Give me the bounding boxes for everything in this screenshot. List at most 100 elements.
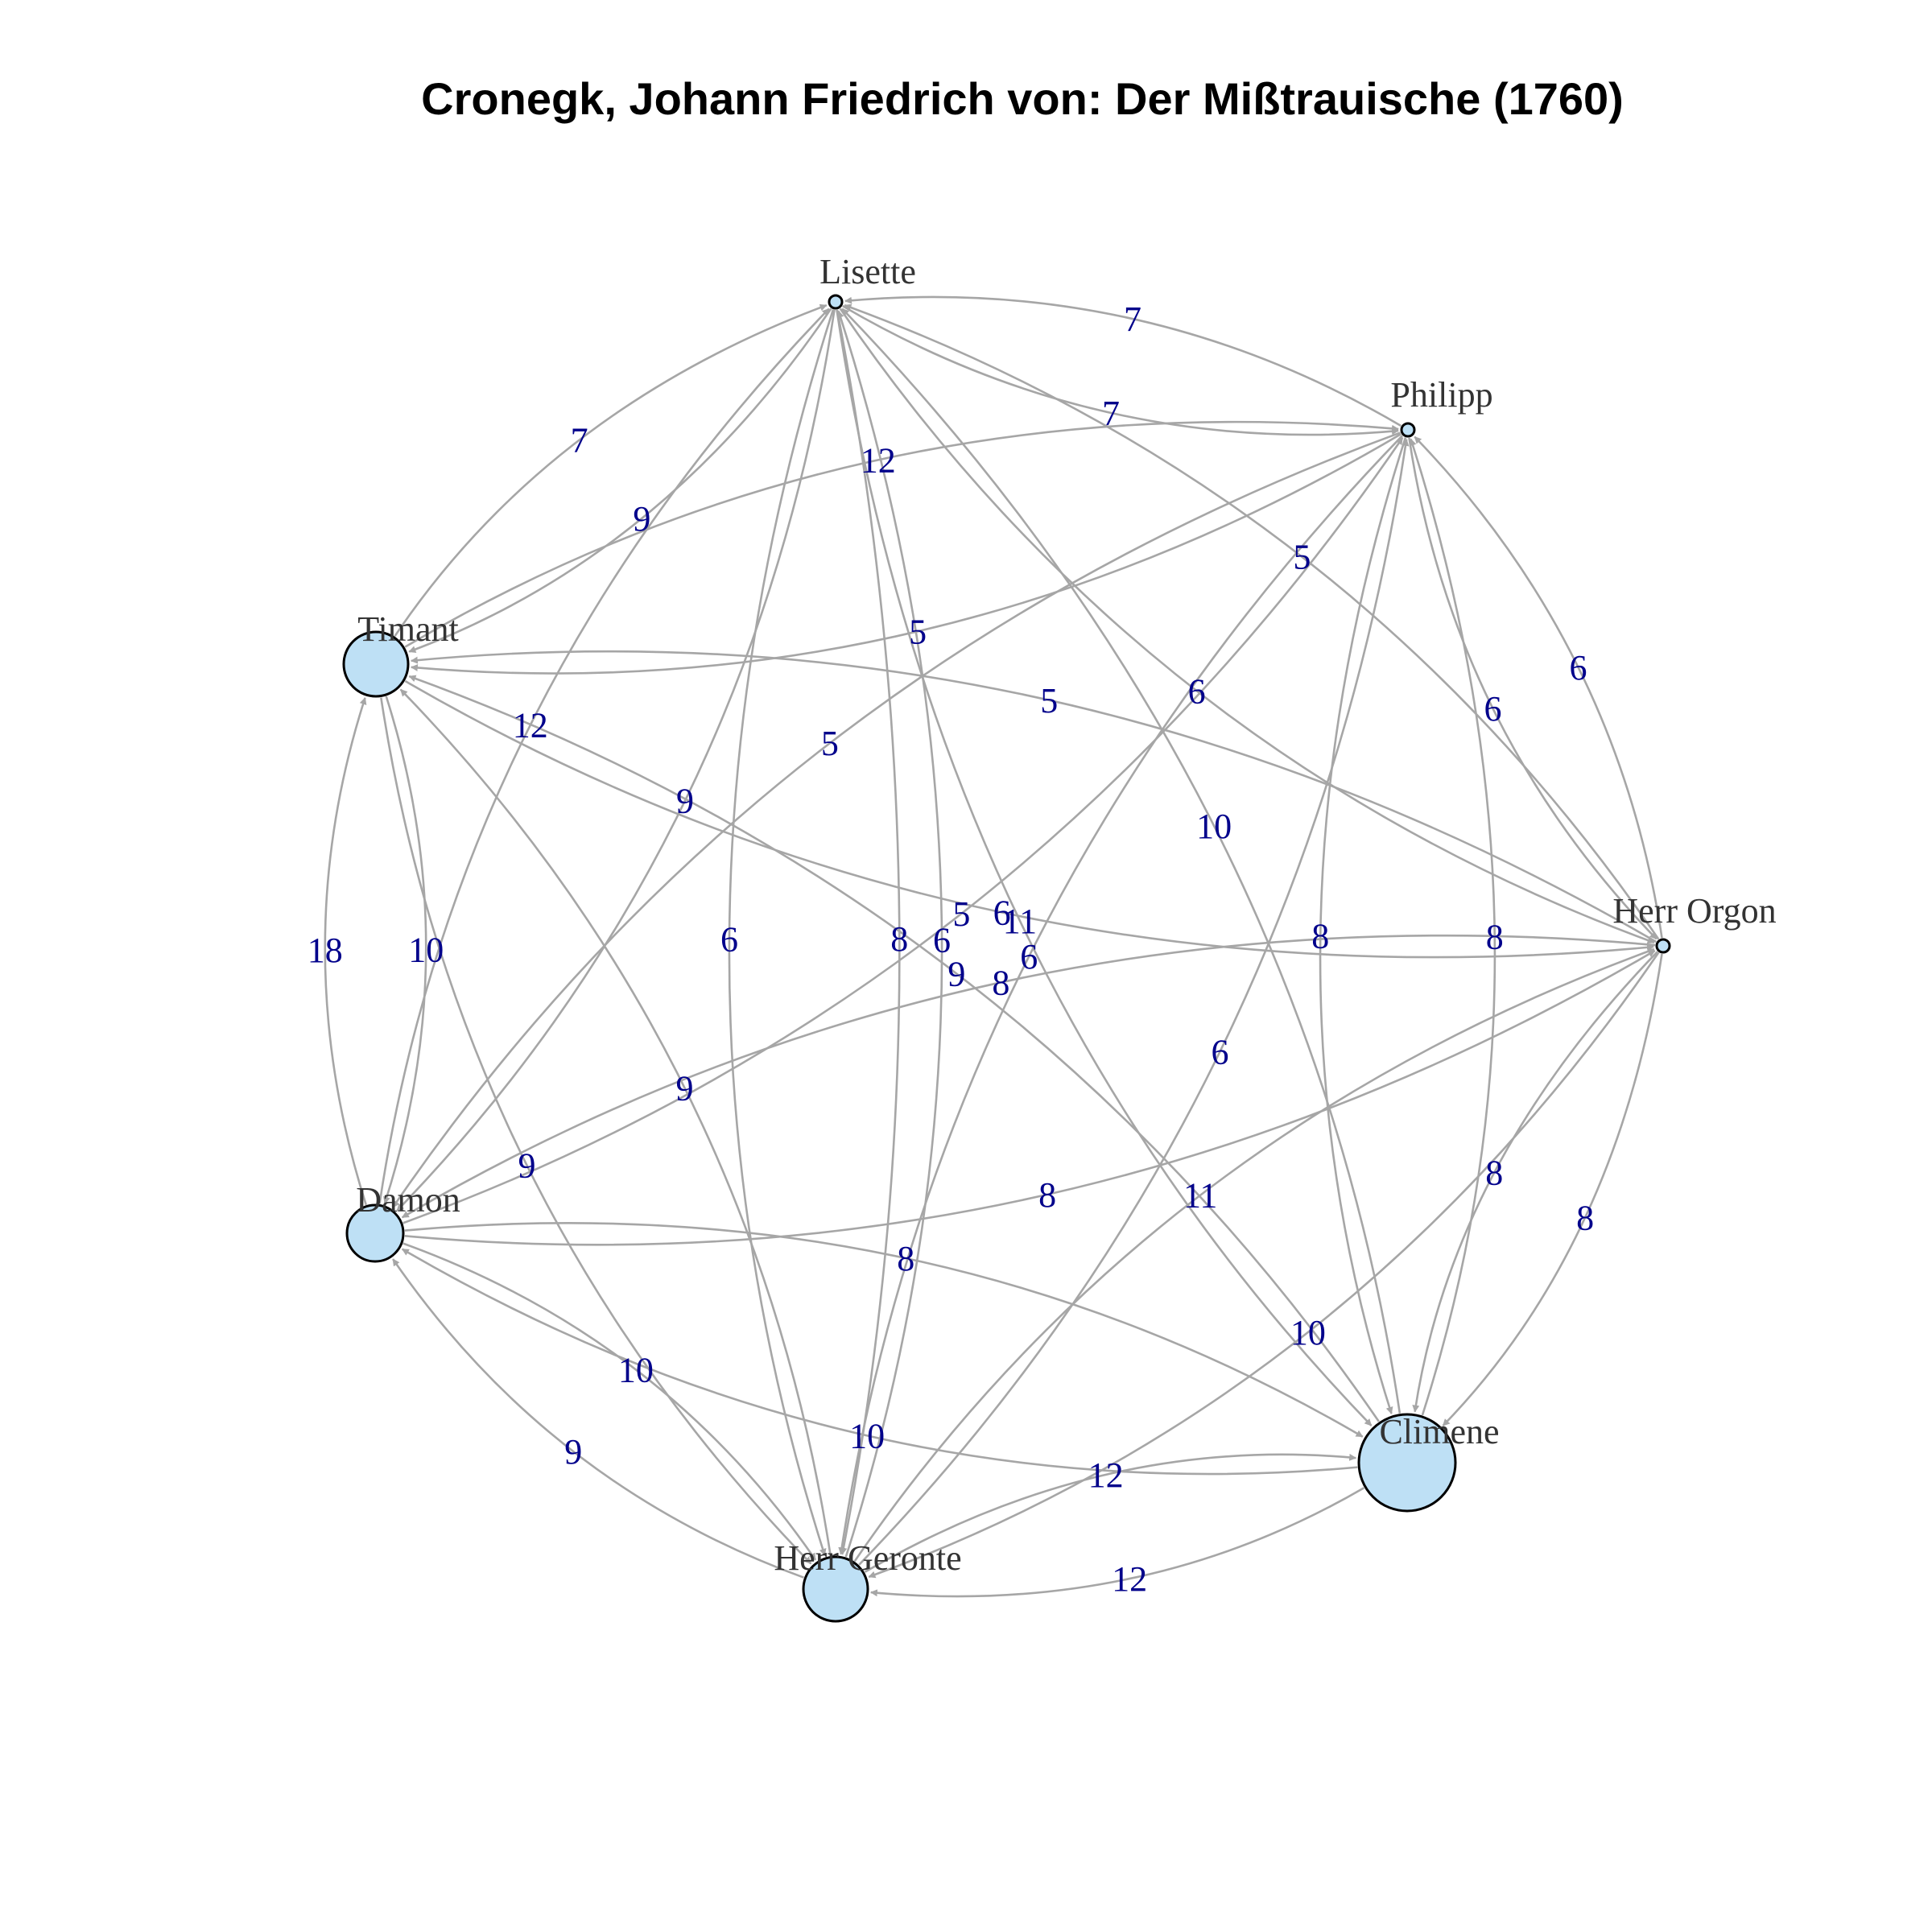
edge-damon-to-herr_geronte [402, 1242, 817, 1561]
edge-weight-label-herr_geronte-to-damon: 9 [564, 1432, 582, 1472]
edge-lisette-to-herr_geronte [728, 309, 835, 1556]
edge-herr_orgon-to-timant [410, 650, 1657, 943]
node-lisette [828, 294, 844, 310]
edge-philipp-to-climene [1319, 437, 1407, 1414]
edge-herr_geronte-to-herr_orgon [853, 947, 1655, 1563]
edge-weight-label-lisette-to-climene: 11 [1003, 902, 1037, 941]
edge-weight-label-lisette-to-herr_geronte: 8 [890, 919, 908, 959]
edge-herr_orgon-to-climene [1412, 951, 1658, 1413]
edge-climene-to-philipp [1409, 438, 1496, 1416]
edge-weight-label-philipp-to-climene: 8 [1311, 917, 1329, 956]
edge-philipp-to-herr_orgon [1408, 437, 1657, 940]
graph-title: Cronegk, Johann Friedrich von: Der Mißtr… [421, 73, 1624, 124]
edge-weight-label-lisette-to-timant: 9 [633, 499, 650, 539]
edge-lisette-to-herr_geronte [836, 309, 901, 1555]
edge-weight-label-herr_orgon-to-timant: 5 [1040, 681, 1058, 720]
edge-timant-to-philipp [404, 420, 1399, 648]
node-damon [345, 1203, 405, 1263]
edge-weight-label-herr_orgon-to-lisette: 5 [1293, 538, 1311, 577]
node-philipp [1400, 422, 1416, 438]
edge-herr_geronte-to-lisette [836, 310, 943, 1558]
node-label-damon: Damon [356, 1180, 460, 1220]
edge-herr_orgon-to-damon [401, 934, 1656, 1219]
edge-weight-label-lisette-to-philipp: 7 [1102, 394, 1120, 433]
edge-weight-label-herr_geronte-to-climene: 12 [1088, 1455, 1124, 1495]
node-herr_geronte [802, 1555, 869, 1623]
edge-weight-label-herr_orgon-to-climene: 8 [1485, 1154, 1503, 1193]
node-timant [342, 630, 410, 698]
edge-damon-to-philipp [402, 437, 1404, 1224]
edge-weight-label-timant-to-philipp: 12 [861, 440, 896, 480]
edge-herr_geronte-to-timant [399, 688, 832, 1556]
edge-weight-label-climene-to-herr_geronte: 12 [1112, 1559, 1147, 1599]
edge-philipp-to-timant [410, 432, 1402, 675]
edge-weight-label-herr_geronte-to-herr_orgon: 11 [1183, 1176, 1217, 1216]
edge-lisette-to-herr_orgon [839, 308, 1655, 944]
edge-weight-label-climene-to-timant: 9 [947, 955, 965, 994]
edge-weight-label-damon-to-timant: 18 [308, 931, 343, 970]
edge-climene-to-lisette [841, 308, 1402, 1414]
edge-weight-label-philipp-to-herr_orgon: 6 [1484, 689, 1502, 729]
edge-lisette-to-climene [836, 309, 1373, 1426]
edge-timant-to-damon [383, 696, 427, 1204]
edge-weight-label-damon-to-herr_geronte: 10 [618, 1350, 654, 1389]
edge-lisette-to-philipp [841, 304, 1399, 436]
edge-herr_orgon-to-climene [1442, 953, 1663, 1426]
edge-weight-label-philipp-to-lisette: 7 [1124, 299, 1141, 339]
edge-timant-to-lisette [394, 303, 828, 637]
edge-weight-label-timant-to-herr_orgon: 6 [993, 893, 1011, 932]
edge-damon-to-timant [324, 697, 368, 1206]
edge-damon-to-climene [404, 1221, 1364, 1438]
edge-weight-label-damon-to-philipp: 5 [952, 894, 970, 934]
edge-damon-to-lisette [378, 308, 830, 1204]
edge-timant-to-herr_geronte [380, 697, 812, 1565]
edge-weight-label-herr_orgon-to-herr_geronte: 10 [1290, 1313, 1326, 1352]
node-layer [342, 294, 1671, 1623]
edge-layer [324, 295, 1663, 1598]
node-label-lisette: Lisette [819, 252, 916, 291]
edge-weight-label-philipp-to-herr_geronte: 6 [1020, 937, 1038, 976]
edge-climene-to-timant [408, 675, 1380, 1422]
edge-weight-label-herr_orgon-to-climene: 8 [1576, 1198, 1594, 1237]
edge-weight-label-herr_geronte-to-lisette: 6 [933, 920, 951, 960]
edge-weight-label-lisette-to-herr_orgon: 6 [1188, 671, 1206, 711]
edge-weight-label-timant-to-herr_geronte: 9 [518, 1146, 536, 1186]
edge-herr_orgon-to-herr_geronte [868, 952, 1660, 1579]
node-label-climene: Climene [1379, 1412, 1499, 1451]
node-label-herr_geronte: Herr Geronte [774, 1538, 961, 1578]
edge-climene-to-damon [401, 1248, 1358, 1476]
edge-weight-label-damon-to-herr_orgon: 8 [1038, 1175, 1056, 1215]
edge-philipp-to-herr_geronte [838, 435, 1403, 1555]
node-label-timant: Timant [357, 609, 459, 649]
edge-climene-to-herr_geronte [869, 1487, 1365, 1598]
edge-herr_orgon-to-lisette [844, 303, 1660, 940]
edge-weight-label-herr_orgon-to-philipp: 6 [1569, 648, 1587, 687]
edge-weight-label-herr_orgon-to-damon: 8 [992, 963, 1009, 1002]
edge-weight-label-timant-to-lisette: 7 [571, 421, 588, 460]
node-herr_orgon [1655, 938, 1671, 954]
edge-weight-label-climene-to-damon: 10 [849, 1416, 885, 1455]
edge-weight-label-climene-to-philipp: 8 [1486, 918, 1504, 957]
edge-weight-label-damon-to-climene: 8 [897, 1239, 914, 1278]
edge-lisette-to-damon [396, 309, 836, 1212]
edge-herr_geronte-to-damon [392, 1258, 804, 1579]
edge-damon-to-herr_orgon [404, 949, 1656, 1246]
edge-weight-label-climene-to-lisette: 10 [1196, 807, 1232, 846]
edge-weight-label-herr_geronte-to-timant: 9 [675, 1068, 693, 1108]
edge-herr_geronte-to-climene [864, 1453, 1357, 1573]
edge-weight-label-philipp-to-damon: 5 [821, 724, 839, 763]
edge-timant-to-herr_orgon [404, 679, 1654, 959]
edge-philipp-to-damon [391, 431, 1402, 1208]
edge-weight-label-philipp-to-timant: 5 [909, 612, 927, 651]
edge-herr_geronte-to-philipp [858, 438, 1410, 1566]
edge-weight-label-timant-to-damon: 10 [408, 930, 444, 969]
node-label-philipp: Philipp [1390, 375, 1492, 415]
edge-herr_orgon-to-philipp [1414, 436, 1663, 939]
edge-weight-label-lisette-to-damon: 9 [676, 782, 694, 821]
node-climene [1357, 1413, 1457, 1513]
edge-philipp-to-lisette [844, 295, 1402, 427]
edge-weight-label-herr_geronte-to-philipp: 6 [1212, 1032, 1229, 1071]
